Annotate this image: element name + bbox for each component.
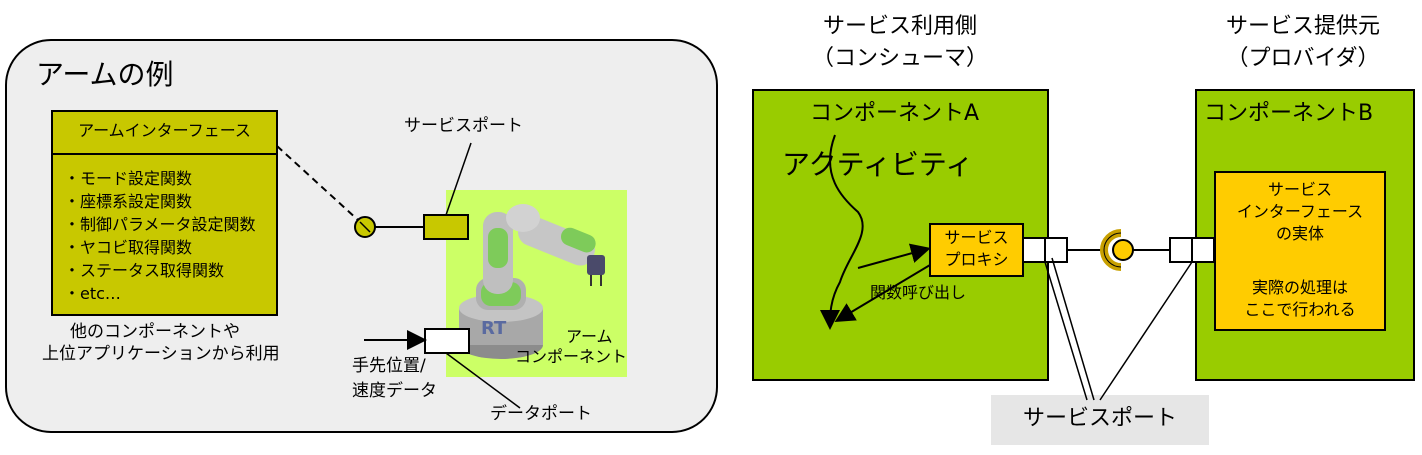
service-impl-line: サービス xyxy=(1267,180,1332,199)
arm-interface-header-box xyxy=(51,110,278,155)
robot-arm-illustration xyxy=(459,204,605,359)
provided-interface-ball-icon xyxy=(1112,239,1134,261)
lollipop-tick xyxy=(359,221,371,233)
caption-leader-2 xyxy=(1051,257,1095,401)
arm-service-port xyxy=(423,214,469,240)
function-return-arrow xyxy=(834,264,931,323)
provider-header: （プロバイダ） xyxy=(1226,46,1380,71)
data-input-label: 速度データ xyxy=(352,381,437,401)
arm-function-item: ・モード設定関数 xyxy=(64,169,193,188)
service-impl-line: 実際の処理は xyxy=(1251,278,1348,297)
function-call-label: 関数呼び出し xyxy=(870,283,967,302)
service-proxy-label: プロキシ xyxy=(944,250,1009,269)
data-input-label: 手先位置/ xyxy=(352,356,426,376)
arm-interface-header: アームインターフェース xyxy=(78,121,251,140)
interface-dashed-line xyxy=(276,145,359,221)
service-port-label: サービスポート xyxy=(404,116,523,136)
component-b-label: コンポーネントB xyxy=(1204,101,1374,126)
activity-flow-curve xyxy=(820,134,864,330)
component-a-label: コンポーネントA xyxy=(810,101,980,126)
usage-note-line: 上位アプリケーションから利用 xyxy=(42,344,280,364)
arm-function-item: ・制御パラメータ設定関数 xyxy=(64,215,256,234)
service-port-caption-box xyxy=(991,395,1209,445)
service-impl-line: の実体 xyxy=(1275,224,1324,243)
service-impl-line: ここで行われる xyxy=(1244,300,1356,319)
arm-function-item: ・ヤコビ取得関数 xyxy=(64,238,193,257)
usage-note-line: 他のコンポーネントや xyxy=(70,322,240,342)
arm-interface-functions-box xyxy=(51,153,278,316)
arm-function-item: ・座標系設定関数 xyxy=(64,192,193,211)
arm-data-port xyxy=(424,328,470,354)
activity-label: アクティビティ xyxy=(782,148,974,181)
service-impl-line: インターフェース xyxy=(1236,202,1364,221)
arm-component-label: コンポーネント xyxy=(515,347,628,366)
service-implementation-box xyxy=(1214,171,1386,331)
consumer-header: （コンシューマ） xyxy=(811,46,988,71)
caption-leader-1 xyxy=(1044,261,1088,401)
data-port-label: データポート xyxy=(490,404,592,424)
arm-function-item: ・etc… xyxy=(64,284,121,303)
function-call-arrow xyxy=(857,243,931,269)
arm-component-label: アーム xyxy=(566,327,613,346)
data-port-leader xyxy=(445,352,521,409)
service-port-leader xyxy=(445,142,472,216)
service-proxy-label: サービス xyxy=(944,228,1009,247)
provider-header: サービス提供元 xyxy=(1225,14,1380,39)
robot-base-logo: RT xyxy=(481,318,507,339)
service-port-caption: サービスポート xyxy=(1022,406,1177,431)
arm-function-item: ・ステータス取得関数 xyxy=(64,261,225,280)
consumer-header: サービス利用側 xyxy=(822,14,977,39)
arm-example-title: アームの例 xyxy=(36,58,174,91)
caption-leader-3 xyxy=(1099,261,1193,401)
